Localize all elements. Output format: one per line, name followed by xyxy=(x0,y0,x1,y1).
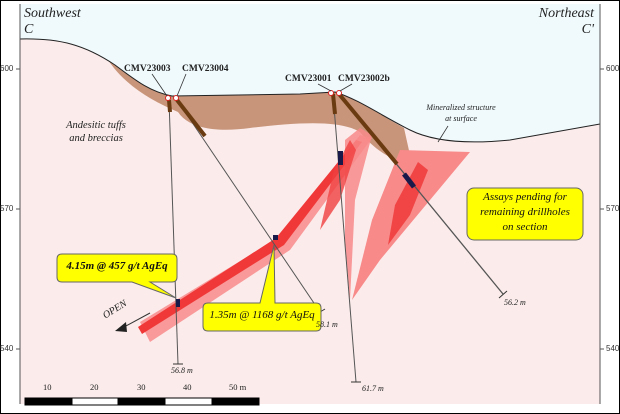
elev-tick-left-570: 570 xyxy=(0,204,14,213)
structure-label-line1: Mineralized structure xyxy=(426,103,496,112)
drillhole-cmv23001 xyxy=(331,93,361,383)
elev-tick-right-570: 570 xyxy=(606,204,620,213)
vein-core-central xyxy=(320,140,356,230)
host-rock-label-line2: and breccias xyxy=(69,133,123,144)
vein-core-main xyxy=(138,140,362,334)
callout-pending-line2: remaining drillholes xyxy=(480,206,570,218)
drillhole-label-cmv23003: CMV23003 xyxy=(124,64,171,74)
structure-label-line2: at surface xyxy=(445,114,477,123)
section-label-left: C xyxy=(24,22,34,37)
overburden-layer xyxy=(108,60,412,164)
drillhole-label-cmv23002b: CMV23002b xyxy=(338,74,390,84)
vein-core-right xyxy=(388,162,428,245)
callout-intercept-2-text: 1.35m @ 1168 g/t AgEq xyxy=(209,309,315,321)
scale-bar xyxy=(24,397,260,406)
drillhole-label-cmv23001: CMV23001 xyxy=(285,74,332,84)
depth-label-cmv23001: 61.7 m xyxy=(362,384,384,393)
depth-label-cmv23003: 56.8 m xyxy=(171,366,193,375)
depth-label-cmv23004: 58.1 m xyxy=(316,320,338,329)
open-arrow-icon xyxy=(115,312,151,332)
elev-tick-left-540: 540 xyxy=(0,344,14,353)
scale-label-50m: 50 m xyxy=(229,382,247,392)
scale-label-10: 10 xyxy=(43,382,52,392)
section-direction-left: Southwest xyxy=(24,6,81,21)
scale-label-20: 20 xyxy=(90,382,99,392)
host-rock-label-line1: Andesitic tuffs xyxy=(66,120,126,131)
elev-tick-left-600: 600 xyxy=(0,64,14,73)
elev-tick-right-600: 600 xyxy=(606,64,620,73)
section-direction-right: Northeast xyxy=(538,6,594,21)
callout-intercept-1-text: 4.15m @ 457 g/t AgEq xyxy=(66,260,168,272)
section-label-right: C' xyxy=(581,22,594,37)
drillhole-cmv23002b xyxy=(337,92,508,299)
callout-pending-line1: Assays pending for xyxy=(483,191,567,203)
plot-area xyxy=(16,4,604,406)
drillhole-label-cmv23004: CMV23004 xyxy=(182,64,229,74)
callout-pending-bubble xyxy=(466,187,584,241)
vein-halo-central xyxy=(345,128,372,300)
callout-pending-line3: on section xyxy=(502,221,548,233)
scale-label-40: 40 xyxy=(183,382,192,392)
callout-intercept-2-bubble xyxy=(202,244,322,332)
drillhole-cmv23003 xyxy=(167,99,183,365)
scale-label-30: 30 xyxy=(137,382,146,392)
drill-collars xyxy=(165,90,342,101)
depth-label-cmv23002b: 56.2 m xyxy=(504,298,526,307)
callout-intercept-1-bubble xyxy=(56,253,178,299)
topography-line xyxy=(19,38,601,143)
elev-tick-right-540: 540 xyxy=(606,344,620,353)
